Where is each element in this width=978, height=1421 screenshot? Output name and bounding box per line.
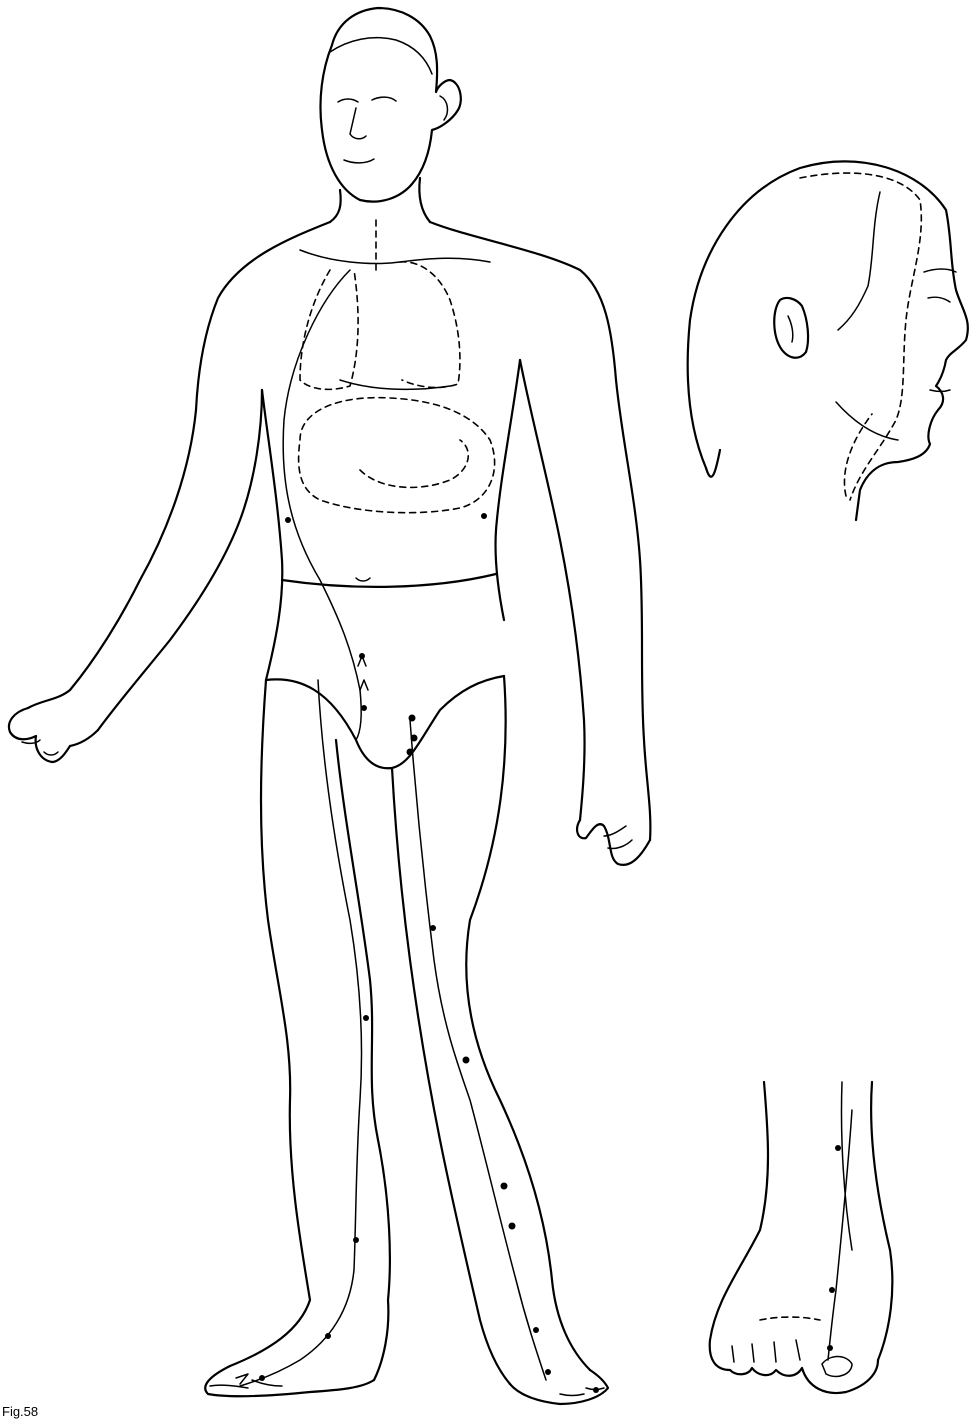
- stomach-inner: [360, 440, 468, 487]
- foot-detail: [710, 1082, 893, 1393]
- head-profile-ear-inner: [788, 316, 793, 342]
- ear: [440, 96, 447, 120]
- nose: [350, 108, 366, 139]
- mouth: [344, 159, 374, 163]
- meridian-point: [481, 513, 487, 519]
- left-leg-outer: [230, 680, 310, 1366]
- direction-arrow: [236, 1374, 248, 1384]
- torso-left: [262, 390, 282, 680]
- left-shoulder-arm: [28, 222, 330, 708]
- meridian-point: [545, 1369, 551, 1375]
- neck-left: [330, 190, 341, 222]
- left-arm-inner: [98, 390, 262, 730]
- right-shoulder-arm: [430, 222, 650, 840]
- stomach-outline: [299, 398, 495, 513]
- foot-detail-toes: [730, 1360, 878, 1393]
- meridian-point: [593, 1387, 599, 1393]
- right-leg-inner: [392, 768, 510, 1384]
- head-profile-back-neck: [706, 450, 720, 477]
- right-arm-inner: [520, 360, 585, 820]
- right-leg-outer: [466, 676, 590, 1370]
- meridian-point: [285, 517, 291, 523]
- meridian-point: [827, 1345, 833, 1351]
- chest-lines: [300, 250, 490, 389]
- meridian-point: [533, 1327, 539, 1333]
- lungs-right: [400, 262, 460, 388]
- direction-arrow: [358, 656, 366, 666]
- meridian-line-right-leg: [410, 720, 546, 1380]
- meridian-line-left-leg: [240, 680, 362, 1386]
- right-hand: [577, 820, 650, 865]
- meridian-point: [463, 1057, 470, 1064]
- right-eye: [372, 97, 396, 101]
- briefs-outline: [266, 676, 504, 768]
- meridian-line-torso: [283, 270, 360, 690]
- lungs-left: [300, 270, 358, 389]
- neck-right: [419, 178, 430, 222]
- left-foot: [205, 1366, 374, 1396]
- meridian-point: [259, 1375, 265, 1381]
- figure-caption: Fig.58: [2, 1404, 38, 1420]
- foot-detail-big-toe-nail: [822, 1357, 852, 1377]
- foot-detail-leg-left: [710, 1082, 768, 1370]
- meridian-point: [407, 749, 414, 756]
- meridian-point: [409, 715, 416, 722]
- meridian-point: [353, 1237, 359, 1243]
- navel: [356, 578, 370, 581]
- head-profile-ear: [774, 298, 808, 358]
- meridian-point: [411, 735, 418, 742]
- left-eye: [338, 99, 358, 102]
- right-foot: [510, 1370, 608, 1404]
- foot-detail-toe-lines: [732, 1340, 800, 1362]
- head-profile-meridian-path-inner: [844, 414, 872, 496]
- meridian-point: [361, 705, 367, 711]
- meridian-point: [835, 1145, 841, 1151]
- direction-arrow: [360, 680, 368, 690]
- full-body-front: [9, 8, 650, 1404]
- waistband: [282, 574, 496, 587]
- hair-line: [330, 38, 432, 74]
- left-hand: [9, 708, 98, 762]
- meridian-point: [325, 1333, 331, 1339]
- meridian-point: [501, 1183, 508, 1190]
- head-outline: [320, 8, 460, 202]
- head-profile-outline: [688, 161, 968, 520]
- meridian-points-body: [259, 513, 599, 1393]
- torso-right: [495, 360, 520, 620]
- meridian-line-groin: [356, 690, 361, 740]
- head-profile: [688, 161, 968, 520]
- head-profile-brow: [924, 269, 956, 272]
- head-profile-eye: [928, 297, 950, 302]
- foot-detail-leg-right: [871, 1082, 892, 1360]
- meridian-point: [829, 1287, 835, 1293]
- head-profile-meridian-path: [800, 173, 921, 500]
- left-leg-inner: [336, 740, 390, 1380]
- meridian-point: [430, 925, 436, 931]
- foot-detail-dashed: [760, 1317, 820, 1320]
- head-profile-hairline: [838, 192, 880, 330]
- meridian-point: [363, 1015, 369, 1021]
- meridian-point: [509, 1223, 516, 1230]
